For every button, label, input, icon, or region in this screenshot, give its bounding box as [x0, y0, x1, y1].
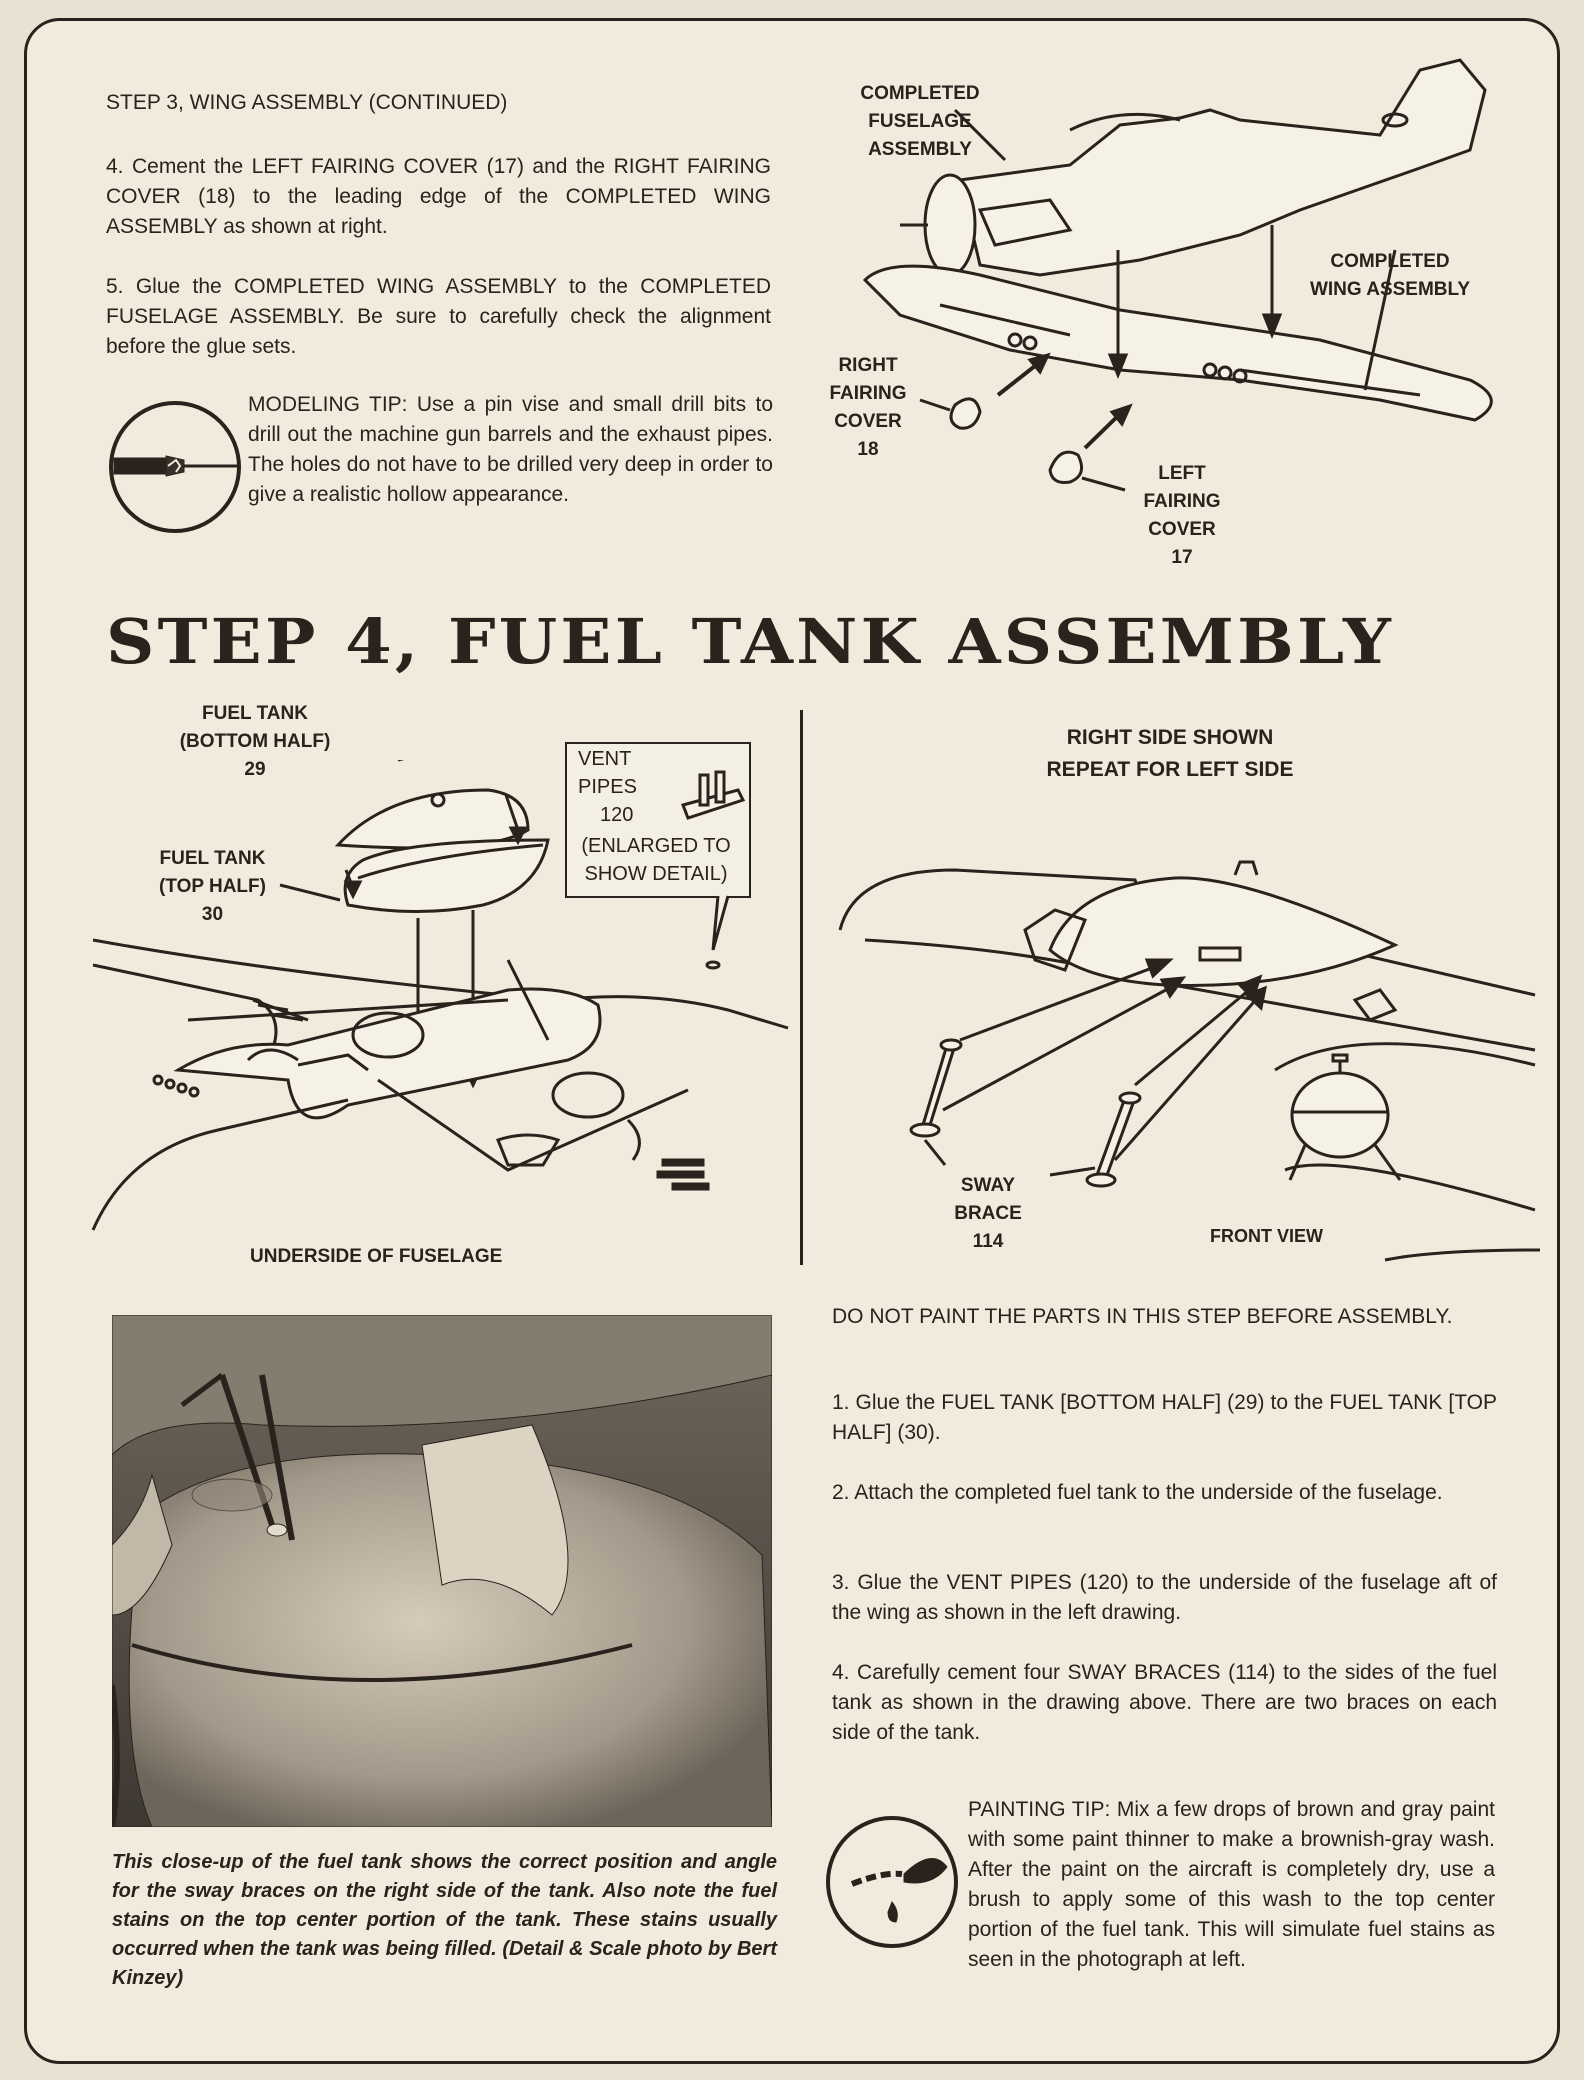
step4-title: STEP 4, FUEL TANK ASSEMBLY	[106, 605, 1395, 678]
photo-credit: (Detail & Scale photo by Bert Kinzey)	[112, 1938, 777, 1989]
wing-fuselage-diagram	[862, 58, 1493, 492]
painting-tip: PAINTING TIP: Mix a few drops of brown a…	[968, 1798, 1495, 1971]
step4-item-4: 4. Carefully cement four SWAY BRACES (11…	[832, 1661, 1497, 1744]
step4-warning: DO NOT PAINT THE PARTS IN THIS STEP BEFO…	[832, 1305, 1453, 1328]
photo-caption: This close-up of the fuel tank shows the…	[112, 1851, 777, 1989]
step4-item-1: 1. Glue the FUEL TANK [BOTTOM HALF] (29)…	[832, 1391, 1497, 1444]
sway-brace-diagram	[838, 860, 1541, 1262]
step3-item-5: 5. Glue the COMPLETED WING ASSEMBLY to t…	[106, 275, 771, 358]
section-divider	[800, 710, 803, 1265]
drill-icon	[109, 401, 241, 533]
step4-item-2: 2. Attach the completed fuel tank to the…	[832, 1481, 1443, 1504]
fuel-tank-photo	[112, 1315, 772, 1827]
label-fuel-tank-bottom: FUEL TANK(BOTTOM HALF)29	[179, 703, 331, 780]
step3-item-4: 4. Cement the LEFT FAIRING COVER (17) an…	[106, 155, 771, 238]
vent-pipes-callout	[565, 742, 751, 898]
label-fuel-tank-top: FUEL TANK(TOP HALF)30	[159, 848, 266, 925]
paint-brush-icon	[826, 1816, 958, 1948]
label-underside-fuselage: UNDERSIDE OF FUSELAGE	[250, 1246, 503, 1267]
label-front-view: FRONT VIEW	[1210, 1226, 1323, 1246]
step4-item-3: 3. Glue the VENT PIPES (120) to the unde…	[832, 1571, 1497, 1624]
fuel-tank-underside-diagram	[91, 760, 789, 1231]
modeling-tip: MODELING TIP: Use a pin vise and small d…	[248, 393, 773, 506]
step3-heading: STEP 3, WING ASSEMBLY (CONTINUED)	[106, 91, 508, 114]
